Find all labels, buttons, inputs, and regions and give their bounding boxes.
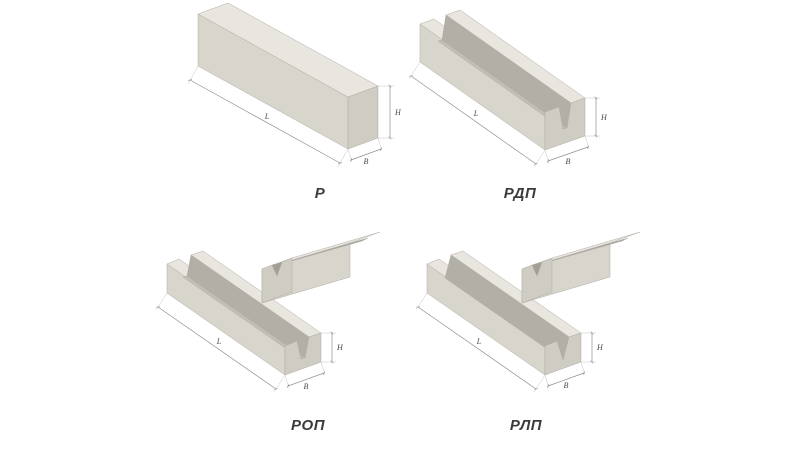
beam-end-face [347,85,379,150]
extension-line [337,148,349,168]
beam-end-face [544,332,582,376]
dim-label-width: B [364,157,369,166]
product-label-rlp: РЛП [510,417,543,434]
diagram-rdp: L H B РДП [408,9,608,202]
dim-label-height: H [336,343,344,352]
dimension-line-length [416,306,538,390]
dim-label-height: H [596,343,604,352]
dimension-line-length [156,306,278,390]
beam-end-face [544,97,586,151]
dim-label-height: H [394,108,402,117]
product-label-rdp: РДП [504,185,537,202]
diagram-rop: L H B РОП [155,231,381,434]
extension-line [155,292,168,311]
dim-label-width: B [304,382,309,391]
product-label-rop: РОП [291,417,326,434]
extension-line [533,149,546,168]
dimension-line-length [409,75,538,165]
dim-label-height: H [600,113,608,122]
dim-label-width: B [566,157,571,166]
diagram-rlp: L H B РЛП [415,231,641,434]
dim-label-length: L [476,337,482,346]
dim-label-length: L [216,337,222,346]
piece-notch-shadow [531,261,543,277]
dim-label-width: B [564,381,569,390]
dim-label-length: L [473,109,479,118]
extension-line [415,292,428,311]
extension-line [533,374,546,393]
dimension-line-width [349,147,383,162]
piece-notch-shadow [271,261,283,277]
dimension-line-length [188,79,342,164]
dimension-line-width [546,145,590,163]
dim-label-length: L [264,112,270,121]
diagram-r: L H B Р [187,2,402,202]
product-label-r: Р [315,185,326,202]
dimension-line-width [546,371,586,388]
beam-end-face [284,332,322,376]
extension-line [408,61,421,80]
extension-line [273,374,286,393]
dimension-line-width [286,371,326,388]
